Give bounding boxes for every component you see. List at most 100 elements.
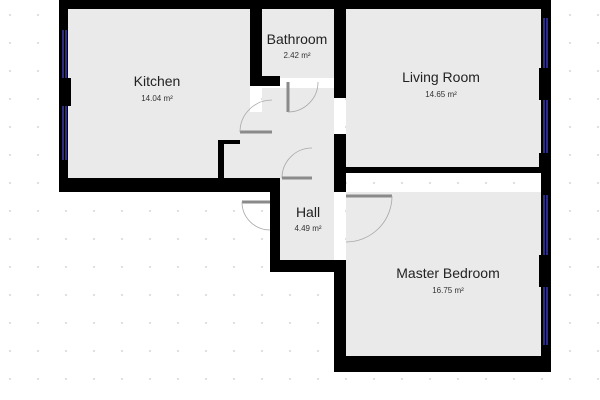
living-room-area: 14.65 m² — [425, 90, 457, 99]
grid-dot — [429, 378, 431, 380]
grid-dot — [177, 294, 179, 296]
living-room-name: Living Room — [402, 69, 480, 85]
grid-dot — [569, 14, 571, 16]
hall-area: 4.49 m² — [294, 224, 321, 233]
grid-dot — [569, 182, 571, 184]
grid-dot — [569, 42, 571, 44]
grid-dot — [317, 322, 319, 324]
wall-living-bottom — [346, 167, 551, 173]
grid-dot — [569, 70, 571, 72]
wall-corridor-left — [218, 140, 224, 182]
grid-dot — [401, 182, 403, 184]
grid-dot — [149, 238, 151, 240]
kitchen-name: Kitchen — [134, 73, 181, 89]
grid-dot — [261, 266, 263, 268]
grid-dot — [457, 378, 459, 380]
grid-dot — [289, 350, 291, 352]
grid-dot — [9, 182, 11, 184]
grid-dot — [37, 350, 39, 352]
bathroom-door-swing — [287, 81, 319, 113]
grid-dot — [317, 378, 319, 380]
grid-dot — [37, 126, 39, 128]
grid-dot — [569, 238, 571, 240]
grid-dot — [205, 210, 207, 212]
grid-dot — [597, 14, 599, 16]
grid-dot — [177, 350, 179, 352]
grid-dot — [597, 294, 599, 296]
grid-dot — [345, 378, 347, 380]
grid-dot — [597, 98, 599, 100]
grid-dot — [149, 350, 151, 352]
grid-dot — [177, 210, 179, 212]
grid-dot — [233, 322, 235, 324]
grid-dot — [597, 154, 599, 156]
bedroom-window-jamb — [539, 255, 551, 287]
grid-dot — [233, 294, 235, 296]
grid-dot — [597, 350, 599, 352]
grid-dot — [513, 182, 515, 184]
grid-dot — [9, 126, 11, 128]
grid-dot — [37, 378, 39, 380]
grid-dot — [177, 378, 179, 380]
grid-dot — [261, 294, 263, 296]
grid-dot — [233, 378, 235, 380]
grid-dot — [93, 266, 95, 268]
grid-dot — [569, 350, 571, 352]
grid-dot — [597, 126, 599, 128]
grid-dot — [149, 294, 151, 296]
wall-kitchen-bath — [250, 9, 262, 85]
living-room-floor — [346, 9, 541, 167]
living-corner-jamb — [539, 153, 551, 173]
corridor-door-swing — [281, 147, 313, 179]
master-bedroom-name: Master Bedroom — [396, 265, 499, 281]
bedroom-door-swing — [345, 195, 393, 243]
wall-kitchen-bottom — [59, 178, 222, 192]
grid-dot — [9, 266, 11, 268]
grid-dot — [149, 322, 151, 324]
grid-dot — [513, 378, 515, 380]
grid-dot — [597, 42, 599, 44]
grid-dot — [261, 322, 263, 324]
room-labels: Kitchen 14.04 m² Bathroom 2.42 m² Living… — [134, 31, 500, 295]
grid-dot — [289, 378, 291, 380]
grid-dot — [401, 378, 403, 380]
grid-dot — [65, 378, 67, 380]
grid-dot — [37, 98, 39, 100]
grid-dot — [569, 154, 571, 156]
grid-dot — [177, 238, 179, 240]
grid-dot — [205, 294, 207, 296]
grid-dot — [37, 266, 39, 268]
grid-dot — [93, 238, 95, 240]
hall-name: Hall — [296, 204, 320, 220]
grid-dot — [65, 238, 67, 240]
hall-floor — [280, 180, 334, 260]
grid-dot — [205, 266, 207, 268]
grid-dot — [121, 322, 123, 324]
grid-dot — [205, 322, 207, 324]
grid-dot — [317, 350, 319, 352]
grid-dot — [37, 182, 39, 184]
grid-dot — [121, 238, 123, 240]
grid-dot — [37, 294, 39, 296]
wall-bedroom-bottom — [334, 356, 551, 372]
grid-dot — [289, 294, 291, 296]
grid-dot — [597, 266, 599, 268]
grid-dot — [261, 210, 263, 212]
grid-dot — [569, 126, 571, 128]
grid-dot — [205, 378, 207, 380]
wall-jambs — [59, 68, 551, 287]
hall-side-door-swing — [241, 201, 271, 231]
grid-dot — [317, 294, 319, 296]
grid-dot — [93, 322, 95, 324]
wall-top — [59, 0, 551, 9]
grid-dot — [9, 14, 11, 16]
grid-dot — [93, 210, 95, 212]
master-bedroom-floor — [346, 192, 541, 356]
grid-dot — [233, 210, 235, 212]
grid-dot — [9, 98, 11, 100]
grid-dot — [177, 322, 179, 324]
grid-dot — [65, 266, 67, 268]
grid-dot — [261, 378, 263, 380]
grid-dot — [9, 42, 11, 44]
